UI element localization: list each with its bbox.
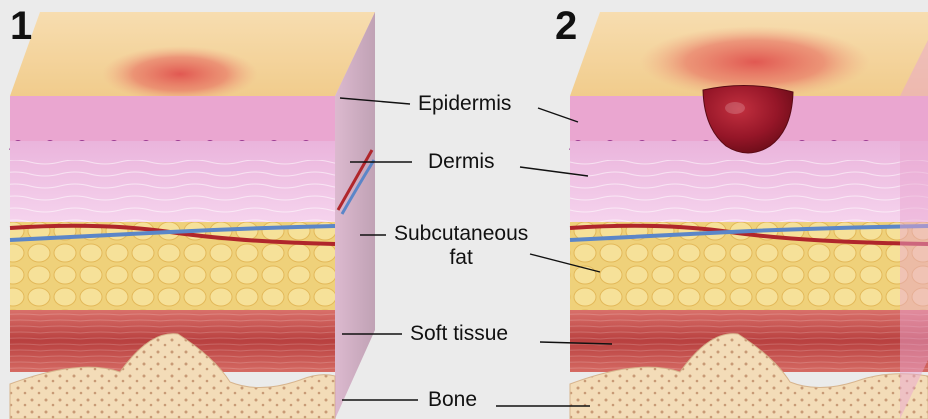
label-bone: Bone (428, 388, 477, 412)
label-subcutaneous-line1: Subcutaneous (394, 222, 528, 246)
panel-2-skin-block (570, 12, 928, 419)
panel-2-side-face (900, 40, 928, 419)
panel-1-skin-block (10, 12, 375, 419)
label-soft-tissue: Soft tissue (410, 322, 508, 346)
panel-1-redness (102, 46, 258, 102)
label-dermis: Dermis (428, 150, 495, 174)
panel-number-2: 2 (555, 6, 577, 46)
panel-1-dermis-texture (10, 160, 335, 226)
panel-1-epidermis-layer (10, 96, 335, 141)
panel-1-fat-layer (10, 222, 335, 310)
label-subcutaneous-fat: Subcutaneous fat (394, 222, 528, 270)
panel-2-blister-highlight (725, 102, 745, 114)
label-epidermis: Epidermis (418, 92, 511, 116)
panel-number-1: 1 (10, 6, 32, 46)
panel-2-dermis-texture (570, 160, 928, 226)
label-subcutaneous-line2: fat (394, 246, 528, 270)
